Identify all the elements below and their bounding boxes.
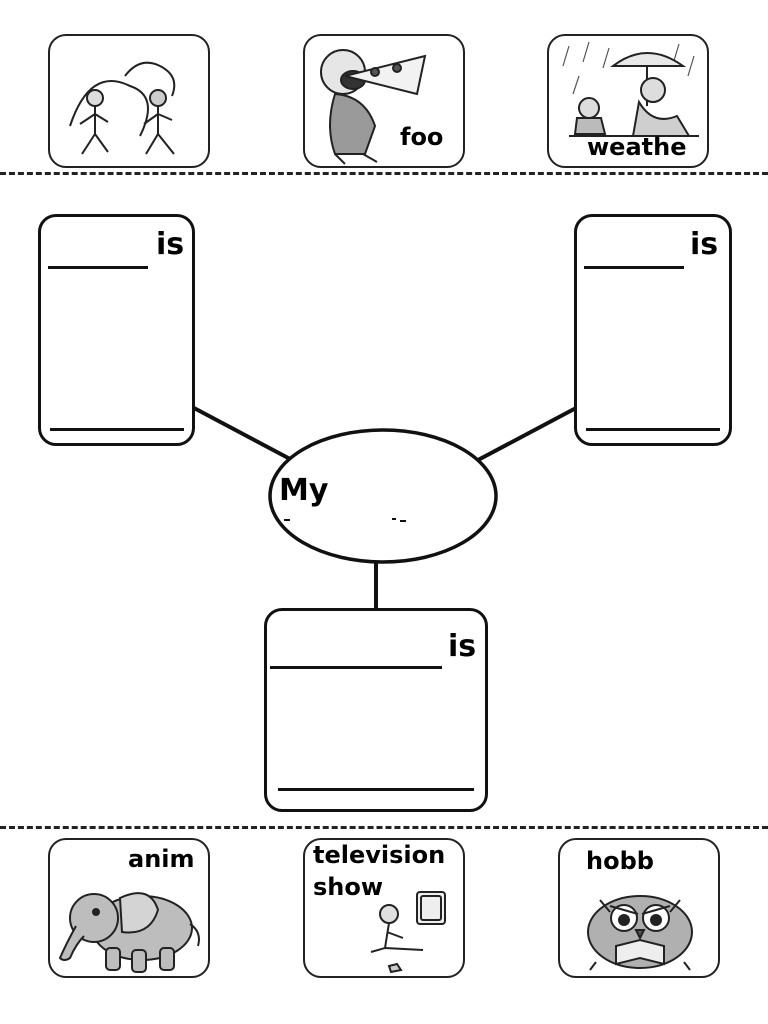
- box-left-bottom-blank: [50, 428, 184, 431]
- children-jumping-rope-icon: [69, 61, 176, 155]
- center-title: My: [279, 473, 329, 508]
- box-left: [38, 214, 195, 446]
- card-label-television-line1: television: [313, 841, 446, 869]
- card-weather: weathe: [547, 34, 709, 168]
- card-label-weather: weathe: [587, 133, 687, 161]
- dashed-separator-top: [0, 172, 768, 175]
- child-watching-tv-icon: [370, 891, 446, 974]
- card-label-hobby: hobb: [586, 847, 654, 875]
- box-bottom-bottom-blank: [278, 788, 474, 791]
- box-right-is: is: [690, 227, 719, 262]
- box-bottom-top-blank: [270, 666, 442, 669]
- card-jump-rope: [48, 34, 210, 168]
- card-label-food: foo: [400, 123, 444, 151]
- dashed-separator-bottom: [0, 826, 768, 829]
- card-food: foo: [303, 34, 465, 168]
- card-hobby: hobb: [558, 838, 720, 978]
- card-animal: anim: [48, 838, 210, 978]
- connector-left: [193, 406, 293, 462]
- box-left-is: is: [156, 227, 185, 262]
- box-right-top-blank: [584, 266, 684, 269]
- box-bottom-is: is: [448, 629, 477, 664]
- box-bottom: [264, 608, 488, 812]
- center-ellipse: [268, 428, 498, 564]
- connector-right: [477, 406, 577, 462]
- card-television: television show: [303, 838, 465, 978]
- box-right: [574, 214, 732, 446]
- rain-umbrella-icon: [562, 41, 699, 137]
- box-left-top-blank: [48, 266, 148, 269]
- box-right-bottom-blank: [586, 428, 720, 431]
- card-label-animal: anim: [128, 845, 195, 873]
- man-eating-pizza-icon: [320, 49, 427, 165]
- card-label-television-line2: show: [313, 873, 384, 901]
- elephant-icon: [58, 892, 200, 973]
- owl-reading-icon: [587, 895, 693, 971]
